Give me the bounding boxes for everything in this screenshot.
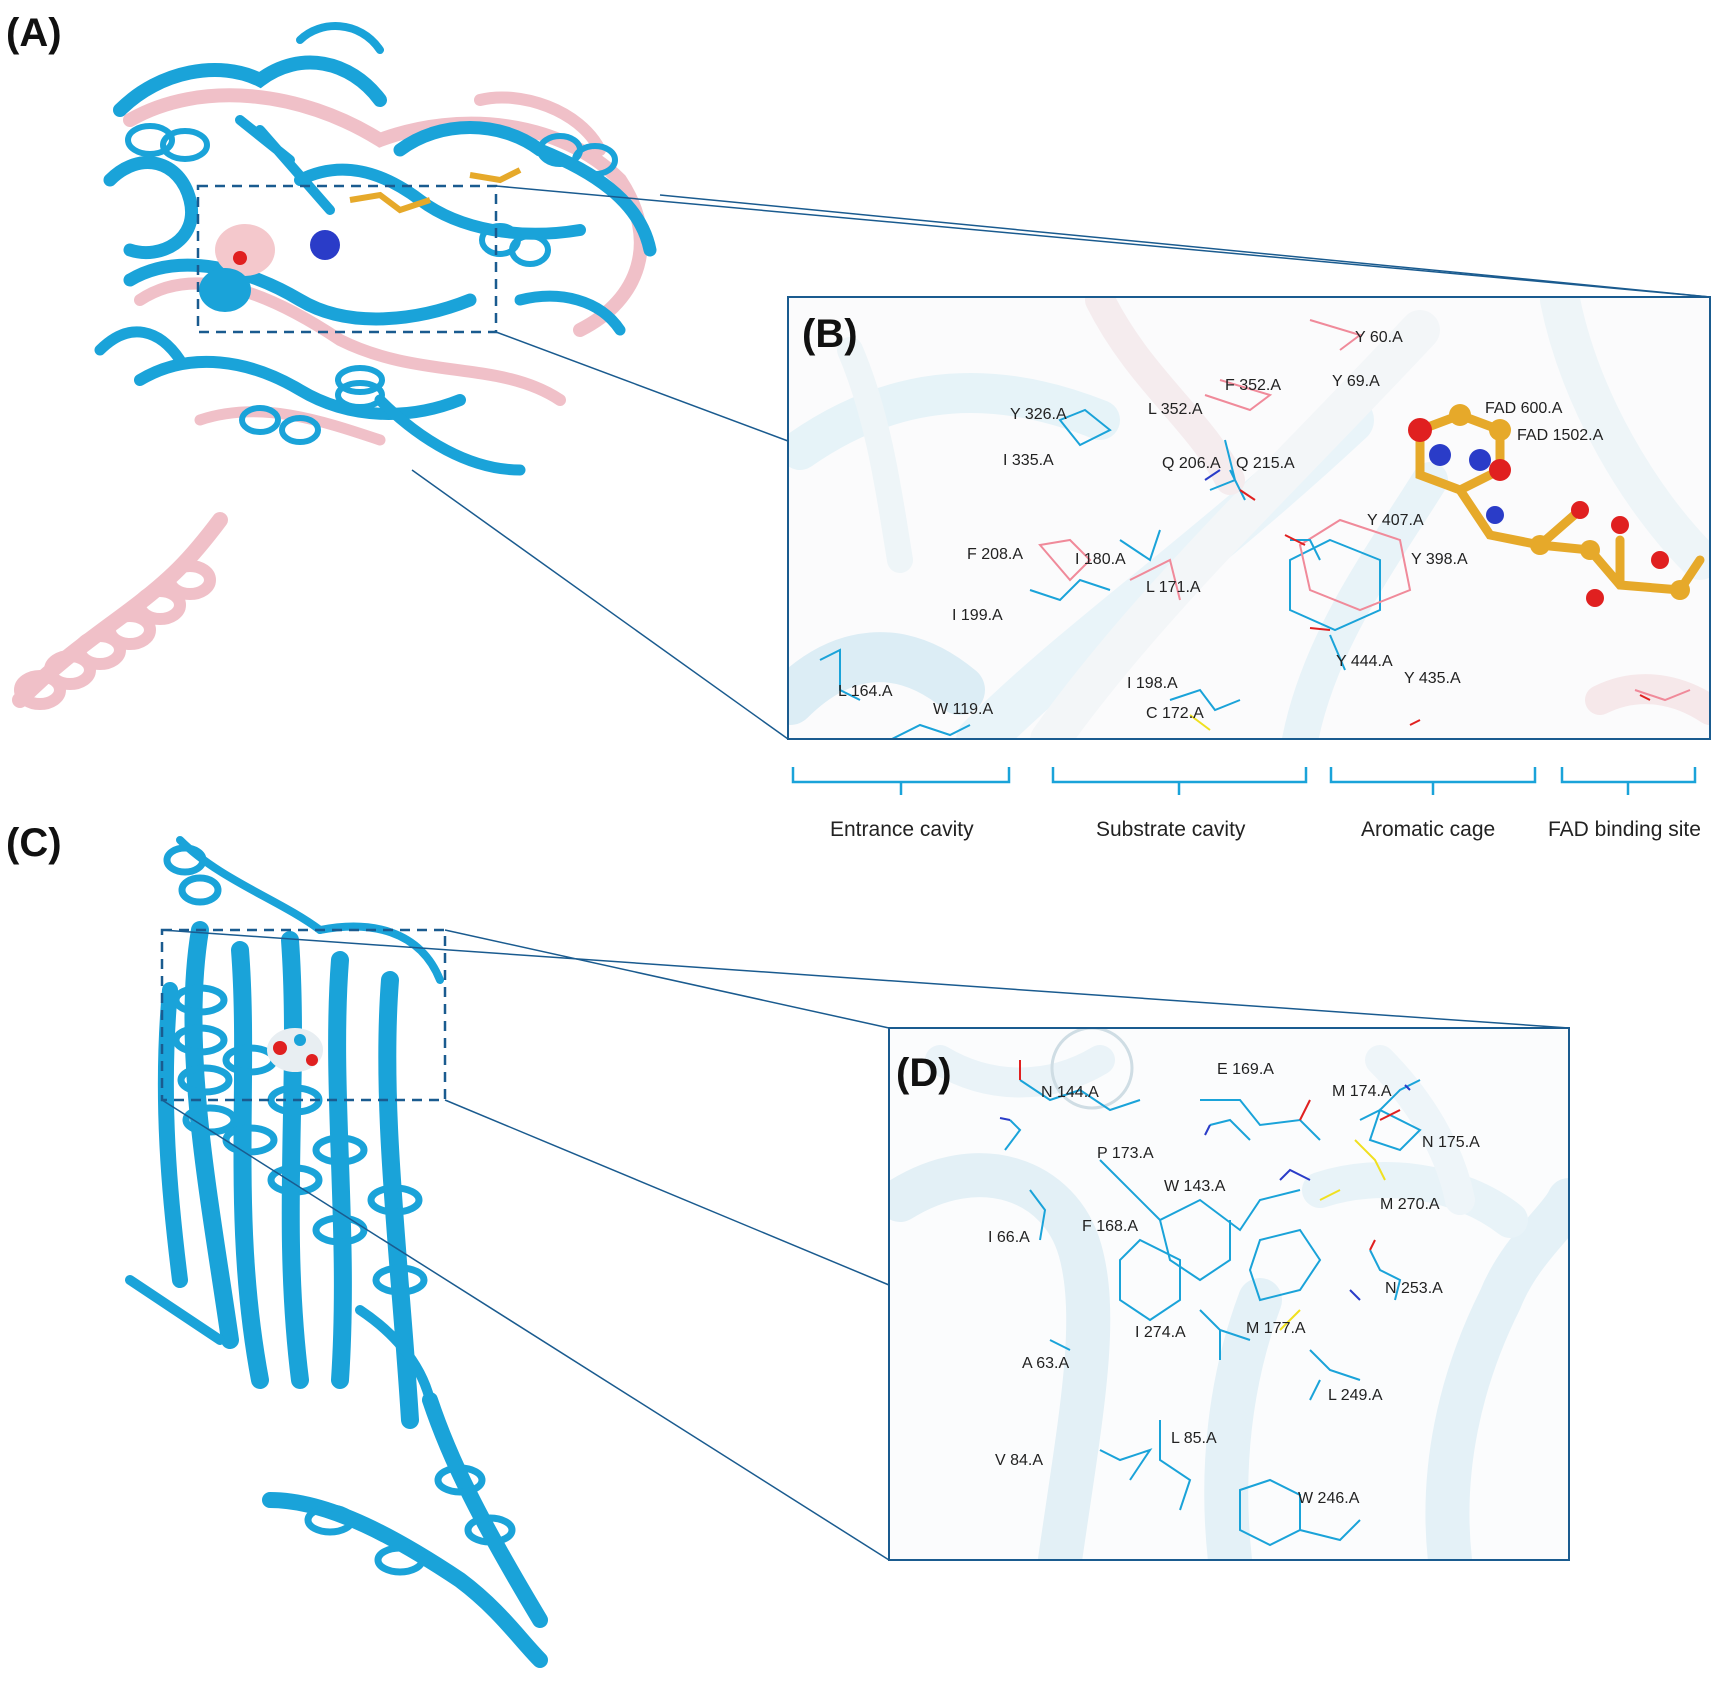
region-labels: Entrance cavity Substrate cavity Aromati… bbox=[830, 818, 1701, 841]
fad-ligand-b bbox=[1408, 404, 1705, 607]
residue-label: I 66.A bbox=[988, 1229, 1030, 1246]
protein-a-blue-ribbon bbox=[94, 22, 657, 476]
ribbon-background-b bbox=[788, 297, 1710, 739]
residue-label: N 144.A bbox=[1041, 1084, 1099, 1101]
panel-b: Y 60.A Y 69.A F 352.A L 352.A Y 326.A I … bbox=[787, 296, 1711, 740]
residue-label: F 352.A bbox=[1225, 377, 1281, 394]
residue-label: Y 69.A bbox=[1332, 373, 1380, 390]
residue-label: W 143.A bbox=[1164, 1178, 1226, 1195]
residue-label: I 198.A bbox=[1127, 675, 1178, 692]
region-label-entrance: Entrance cavity bbox=[830, 818, 974, 841]
pink-helix-tail bbox=[14, 560, 216, 710]
sidechains-b bbox=[819, 319, 1691, 739]
residue-labels-d: E 169.A N 144.A M 174.A N 175.A P 173.A … bbox=[988, 1061, 1480, 1507]
residue-label: E 169.A bbox=[1217, 1061, 1274, 1078]
residue-label: N 175.A bbox=[1422, 1134, 1480, 1151]
panel-a: (A) bbox=[6, 11, 657, 710]
residue-label: V 84.A bbox=[995, 1452, 1043, 1469]
residue-label: Y 326.A bbox=[1010, 406, 1067, 423]
residue-label: Q 206.A bbox=[1162, 455, 1221, 472]
residue-label: I 274.A bbox=[1135, 1324, 1186, 1341]
residue-label: W 119.A bbox=[933, 701, 994, 718]
region-label-substrate: Substrate cavity bbox=[1096, 818, 1246, 841]
panel-a-label: (A) bbox=[6, 11, 62, 55]
residue-label: L 171.A bbox=[1146, 579, 1201, 596]
residue-label: Q 215.A bbox=[1236, 455, 1295, 472]
ligand-a bbox=[199, 167, 522, 312]
residue-label: I 335.A bbox=[1003, 452, 1054, 469]
residue-label: M 177.A bbox=[1246, 1320, 1306, 1337]
zoom-frame-d bbox=[888, 1027, 1570, 1561]
region-label-aromatic: Aromatic cage bbox=[1361, 818, 1495, 841]
residue-label: M 270.A bbox=[1380, 1196, 1440, 1213]
protein-a-pink-ribbon bbox=[12, 88, 648, 708]
residue-label: P 173.A bbox=[1097, 1145, 1154, 1162]
panel-d-label: (D) bbox=[896, 1051, 952, 1095]
residue-label: L 85.A bbox=[1171, 1430, 1217, 1447]
panel-c-label: (C) bbox=[6, 821, 62, 865]
residue-label: W 246.A bbox=[1298, 1490, 1360, 1507]
residue-label: F 168.A bbox=[1082, 1218, 1138, 1235]
helix-coils-c bbox=[163, 844, 516, 1576]
panel-c: (C) bbox=[6, 821, 548, 1668]
zoom-frame-b bbox=[787, 296, 1711, 740]
residue-label: I 180.A bbox=[1075, 551, 1126, 568]
residue-label: N 253.A bbox=[1385, 1280, 1443, 1297]
residue-label: C 172.A bbox=[1146, 705, 1204, 722]
residue-label: M 174.A bbox=[1332, 1083, 1392, 1100]
residue-label: Y 444.A bbox=[1336, 653, 1393, 670]
sidechains-d bbox=[999, 1060, 1422, 1547]
residue-labels-b: Y 60.A Y 69.A F 352.A L 352.A Y 326.A I … bbox=[838, 329, 1604, 722]
ribbon-background-d bbox=[889, 1045, 1569, 1560]
region-brackets bbox=[791, 767, 1697, 795]
panel-b-label: (B) bbox=[802, 312, 858, 356]
helix-end-ring bbox=[1050, 1028, 1134, 1110]
ligand-c bbox=[267, 1028, 323, 1072]
residue-label: F 208.A bbox=[967, 546, 1023, 563]
residue-label: Y 398.A bbox=[1411, 551, 1468, 568]
zoom-lines-ab bbox=[411, 185, 1711, 740]
zoom-box-c bbox=[160, 928, 447, 1102]
residue-label: A 63.A bbox=[1022, 1355, 1069, 1372]
residue-label: L 352.A bbox=[1148, 401, 1203, 418]
zoom-lines-cd bbox=[161, 929, 1570, 1561]
residue-label: Y 407.A bbox=[1367, 512, 1424, 529]
residue-label: FAD 1502.A bbox=[1517, 427, 1604, 444]
helix-coils-a bbox=[125, 123, 618, 445]
residue-label: L 164.A bbox=[838, 683, 893, 700]
panel-d: E 169.A N 144.A M 174.A N 175.A P 173.A … bbox=[888, 1027, 1570, 1561]
residue-label: Y 60.A bbox=[1355, 329, 1403, 346]
residue-label: FAD 600.A bbox=[1485, 400, 1563, 417]
residue-label: L 249.A bbox=[1328, 1387, 1383, 1404]
residue-label: Y 435.A bbox=[1404, 670, 1461, 687]
region-label-fad: FAD binding site bbox=[1548, 818, 1701, 841]
residue-label: I 199.A bbox=[952, 607, 1003, 624]
